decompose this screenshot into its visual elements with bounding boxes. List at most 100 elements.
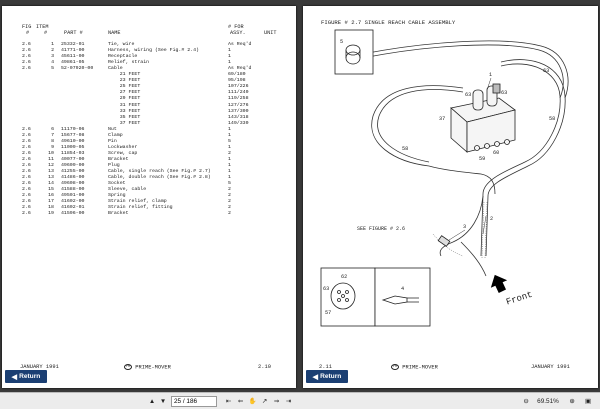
- item-cell: 15: [48, 187, 54, 193]
- page-up-icon[interactable]: ▲: [148, 398, 156, 405]
- item-cell: 14: [48, 181, 54, 187]
- callout-3: 3: [463, 224, 467, 230]
- item-cell: 10: [48, 150, 54, 156]
- qty-cell: 2: [228, 187, 231, 193]
- hand-tool-icon[interactable]: ✋: [248, 398, 257, 405]
- name-cell: 31 FEET: [108, 102, 141, 108]
- item-cell: 6: [51, 126, 54, 132]
- fit-page-icon[interactable]: ▣: [584, 398, 592, 405]
- fig-cell: 2.6: [22, 181, 31, 187]
- return-label: Return: [320, 373, 342, 380]
- fig-cell: 2.6: [22, 187, 31, 193]
- item-cell: 7: [51, 132, 54, 138]
- qty-cell: 1: [228, 48, 231, 54]
- qty-cell: 1: [228, 144, 231, 150]
- header-part: PART #: [64, 30, 83, 36]
- qty-cell: 127/276: [228, 102, 249, 108]
- connector-end: [437, 235, 451, 247]
- first-page-icon[interactable]: ⇤: [225, 398, 232, 405]
- qty-cell: 5: [228, 138, 231, 144]
- name-cell: Tie, wire: [108, 42, 135, 47]
- qty-cell: 1: [228, 156, 231, 162]
- name-cell: Cable, double reach (See Fig.# 2.8): [108, 175, 211, 181]
- qty-cell: 143/318: [228, 114, 249, 120]
- callout-57: 57: [325, 310, 332, 316]
- zoom-out-icon[interactable]: ⊖: [523, 398, 529, 405]
- part-cell: 41602-00: [61, 199, 85, 205]
- qty-cell: 5: [228, 181, 231, 187]
- name-cell: Lockwasher: [108, 144, 138, 150]
- fig-cell: 2.6: [22, 42, 31, 47]
- qty-cell: 2: [228, 150, 231, 156]
- arrow-left-icon: ◀: [312, 373, 319, 381]
- qty-cell: As Req'd: [228, 66, 252, 72]
- callout-58-a: 58: [402, 146, 409, 152]
- part-cell: 41596-00: [61, 211, 85, 217]
- page-number-field[interactable]: [172, 397, 216, 406]
- part-cell: 11009-05: [61, 144, 85, 150]
- name-cell: Socket: [108, 181, 126, 187]
- next-page-icon[interactable]: ⇒: [273, 398, 280, 405]
- select-tool-icon[interactable]: ↗: [261, 398, 268, 405]
- part-cell: 49501-00: [61, 193, 85, 199]
- qty-cell: 107/226: [228, 84, 249, 90]
- zoom-in-icon[interactable]: ⊕: [569, 398, 575, 405]
- footer-brand-text: PRIME-MOVER: [402, 364, 438, 370]
- footer-date: JANUARY 1991: [20, 364, 59, 370]
- qty-cell: 1: [228, 175, 231, 181]
- fig-cell: 2.6: [22, 54, 31, 60]
- qty-cell: 1: [228, 54, 231, 60]
- last-page-icon[interactable]: ⇥: [285, 398, 292, 405]
- qty-cell: 2: [228, 205, 231, 211]
- item-cell: 13: [48, 169, 54, 175]
- fig-cell: 2.6: [22, 60, 31, 66]
- previous-page-icon[interactable]: ⇐: [237, 398, 244, 405]
- name-cell: Spring: [108, 193, 126, 199]
- name-cell: 21 FEET: [108, 72, 141, 78]
- qty-cell: 1: [228, 126, 231, 132]
- page-down-icon[interactable]: ▼: [159, 398, 167, 405]
- item-cell: 12: [48, 163, 54, 168]
- item-cell: 5: [51, 66, 54, 72]
- footer-brand-right: PM PRIME-MOVER: [391, 363, 438, 370]
- footer-brand: PM PRIME-MOVER: [124, 363, 171, 370]
- zoom-level[interactable]: 69.51%: [537, 398, 559, 405]
- return-button[interactable]: ◀ Return: [5, 370, 47, 383]
- callout-63-a: 63: [465, 92, 472, 98]
- header-item: ITEM: [36, 24, 49, 30]
- name-cell: Bracket: [108, 211, 129, 217]
- name-cell: Pin: [108, 138, 117, 144]
- qty-cell: 1: [228, 163, 231, 168]
- part-cell: 41588-00: [61, 187, 85, 193]
- fig-cell: 2.6: [22, 138, 31, 144]
- part-cell: 49609-00: [61, 163, 85, 168]
- return-button-right[interactable]: ◀ Return: [306, 370, 348, 383]
- qty-cell: 137/300: [228, 108, 249, 114]
- qty-cell: 149/330: [228, 120, 249, 126]
- fig-cell: 2.6: [22, 163, 31, 168]
- part-cell: 52-07920-00: [61, 66, 94, 72]
- fig-cell: 2.6: [22, 169, 31, 175]
- page-number-input[interactable]: [171, 396, 217, 407]
- see-figure-note: SEE FIGURE # 2.6: [357, 226, 406, 232]
- name-cell: 27 FEET: [108, 90, 141, 96]
- footer-page-right: 2.11: [319, 364, 332, 370]
- qty-cell: 69/180: [228, 72, 246, 78]
- name-cell: Screw, cap: [108, 150, 138, 156]
- fig-cell: 2.6: [22, 144, 31, 150]
- item-cell: 4: [51, 60, 54, 66]
- callout-63-c: 63: [543, 68, 550, 74]
